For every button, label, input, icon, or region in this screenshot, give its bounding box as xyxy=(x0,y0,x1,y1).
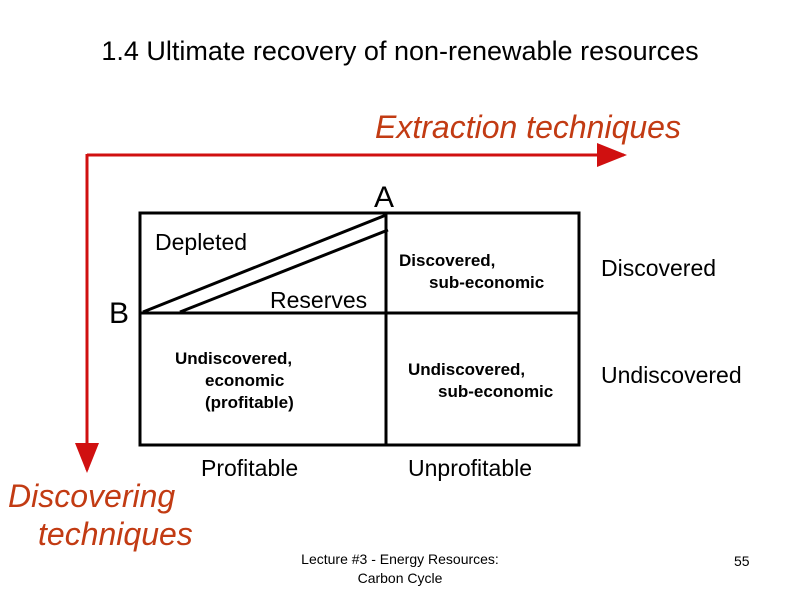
discovering-label-line2: techniques xyxy=(38,516,193,552)
depletion-line-lower xyxy=(179,228,389,314)
column-label-profitable: Profitable xyxy=(201,455,299,481)
slide-footer: Lecture #3 - Energy Resources: Carbon Cy… xyxy=(280,550,520,588)
slide-title: 1.4 Ultimate recovery of non-renewable r… xyxy=(101,36,699,66)
depletion-line-upper xyxy=(142,213,387,314)
discovering-techniques-label: Discovering techniques xyxy=(8,477,193,553)
cell-discovered-subeconomic: Discovered, sub-economic xyxy=(399,250,544,294)
cell-text-line: (profitable) xyxy=(205,393,294,412)
cell-text-line: economic xyxy=(205,371,285,390)
cell-undiscovered-subeconomic: Undiscovered, sub-economic xyxy=(408,359,553,403)
point-b-label: B xyxy=(109,297,130,330)
row-label-undiscovered: Undiscovered xyxy=(601,362,742,388)
resource-box xyxy=(138,211,581,447)
reserves-label: Reserves xyxy=(270,287,368,313)
footer-line2: Carbon Cycle xyxy=(357,570,443,586)
discovering-label-line1: Discovering xyxy=(8,478,176,514)
row-label-discovered: Discovered xyxy=(601,255,717,281)
point-a-label: A xyxy=(374,181,395,214)
depleted-label: Depleted xyxy=(155,229,248,255)
cell-undiscovered-economic: Undiscovered, economic (profitable) xyxy=(175,348,294,414)
extraction-techniques-label: Extraction techniques xyxy=(375,109,681,145)
column-label-unprofitable: Unprofitable xyxy=(408,455,533,481)
cell-text-line: Discovered, xyxy=(399,251,496,270)
cell-text-line: sub-economic xyxy=(429,273,545,292)
cell-text-line: sub-economic xyxy=(438,382,554,401)
cell-text-line: Undiscovered, xyxy=(408,360,526,379)
cell-text-line: Undiscovered, xyxy=(175,349,293,368)
page-number: 55 xyxy=(734,553,750,569)
footer-line1: Lecture #3 - Energy Resources: xyxy=(301,551,499,567)
